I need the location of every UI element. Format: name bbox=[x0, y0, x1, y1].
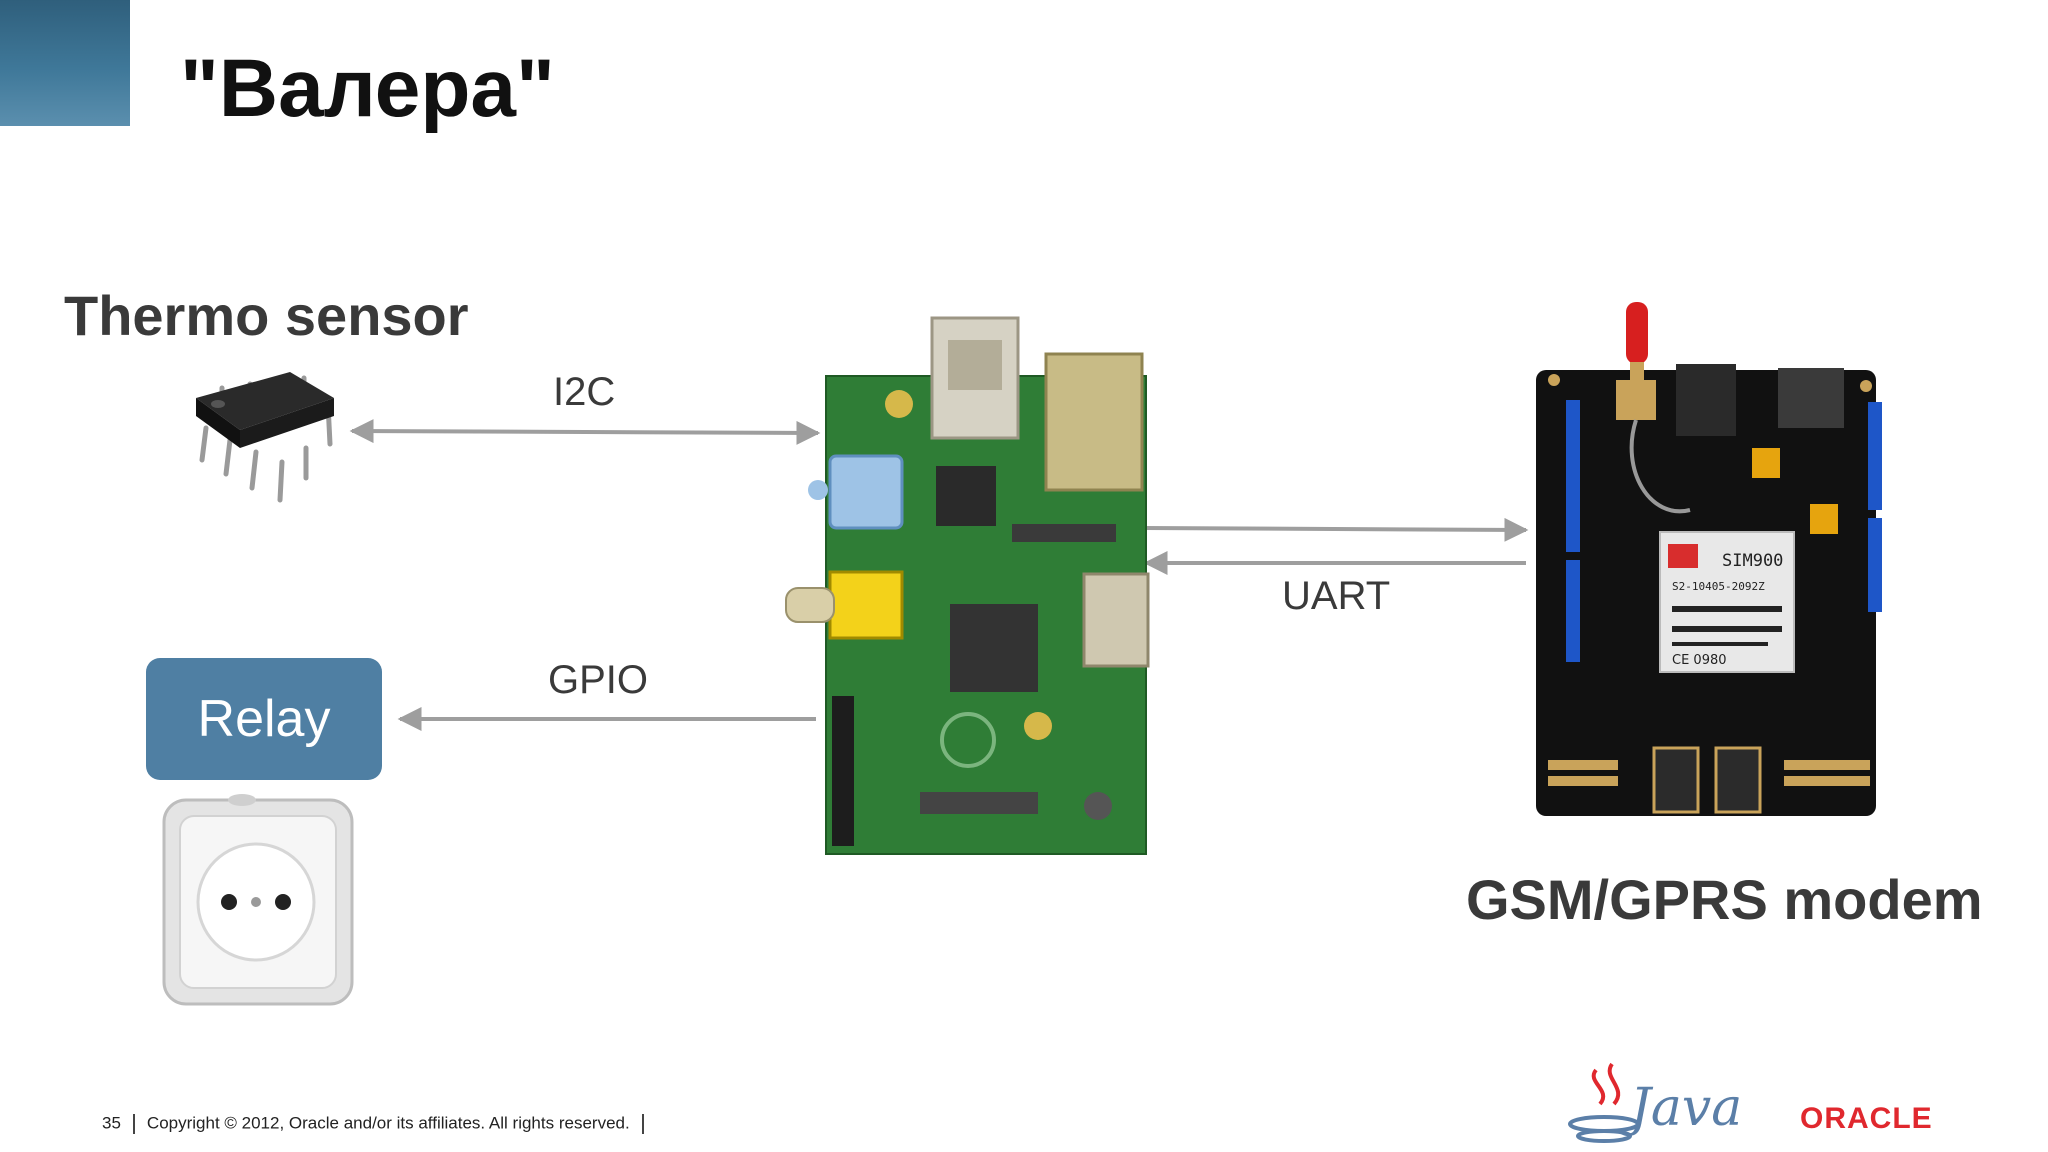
gpio-label: GPIO bbox=[548, 658, 649, 702]
java-logo-text: Java bbox=[1630, 1078, 1743, 1138]
i2c-label: I2C bbox=[553, 370, 616, 414]
thermo-sensor-label: Thermo sensor bbox=[64, 284, 469, 347]
sim900-label: SIM900 bbox=[1722, 551, 1783, 571]
gsm-modem-label: GSM/GPRS modem bbox=[1466, 868, 1983, 931]
footer-separator-end bbox=[641, 1114, 644, 1134]
corner-accent-block bbox=[0, 0, 130, 126]
sim900-cert: CE 0980 bbox=[1672, 653, 1727, 668]
java-cup-icon bbox=[1568, 1062, 1640, 1143]
copyright-text: Copyright © 2012, Oracle and/or its affi… bbox=[146, 1113, 630, 1133]
raspberry-pi-board-image bbox=[785, 316, 1150, 855]
relay-box: Relay bbox=[146, 658, 382, 780]
thermo-sensor-chip-icon bbox=[196, 372, 334, 503]
slide-title: "Валера" bbox=[180, 43, 555, 134]
relay-label: Relay bbox=[197, 690, 331, 748]
page-number: 35 bbox=[102, 1113, 121, 1133]
slide-footer: 35 Copyright © 2012, Oracle and/or its af… bbox=[102, 1114, 656, 1134]
uart-arrow-out bbox=[1141, 517, 1529, 542]
oracle-logo-text: ORACLE bbox=[1800, 1102, 1933, 1135]
i2c-arrow bbox=[349, 419, 821, 445]
footer-separator bbox=[132, 1114, 135, 1134]
sim900-part-code: S2-10405-2092Z bbox=[1672, 580, 1765, 593]
uart-label: UART bbox=[1282, 574, 1391, 618]
power-socket-icon bbox=[162, 794, 354, 1006]
gsm-modem-board-image: SIM900 S2-10405-2092Z CE 0980 bbox=[1536, 302, 1882, 816]
